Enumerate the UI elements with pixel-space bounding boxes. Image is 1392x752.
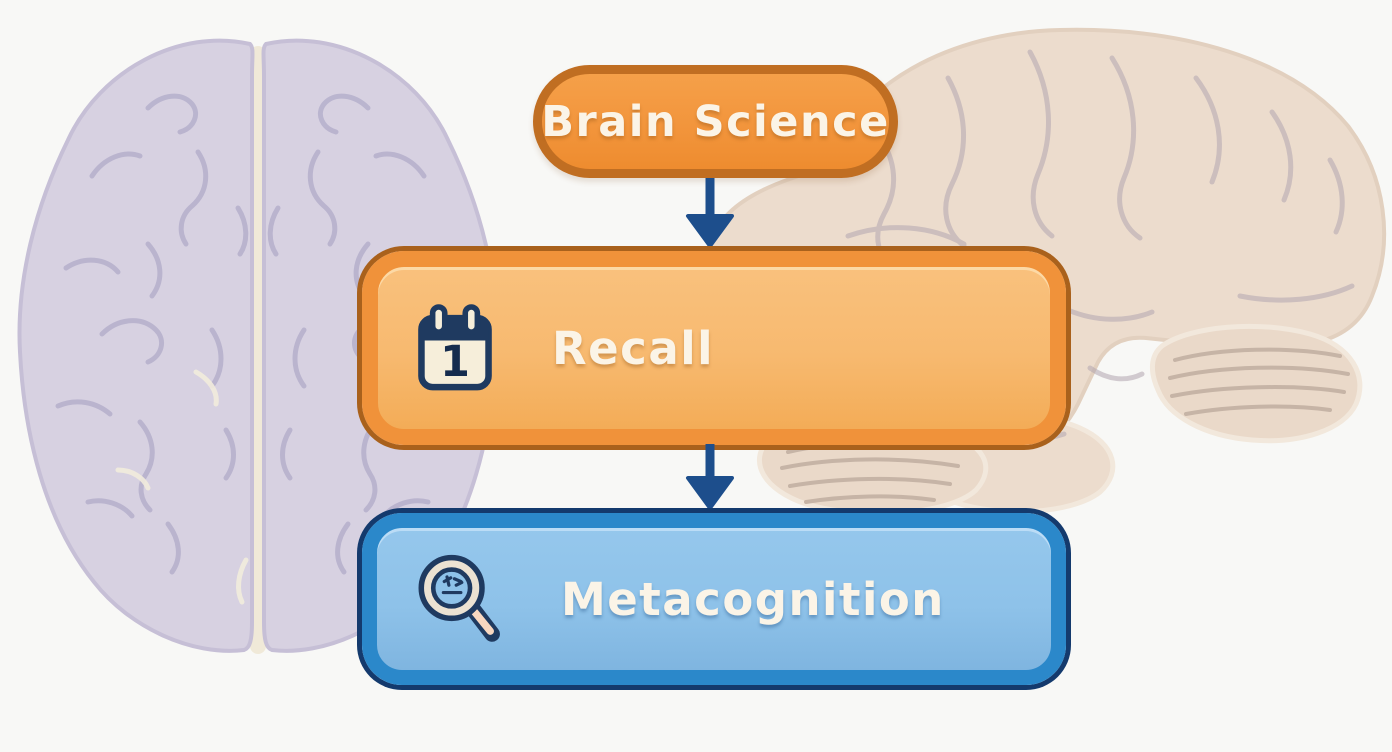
node-brain-science-label: Brain Science xyxy=(541,96,890,147)
down-arrow-icon xyxy=(686,444,734,510)
down-arrow-icon xyxy=(686,178,734,248)
calendar-day-number: 1 xyxy=(440,337,470,387)
calendar-icon: 1 xyxy=(418,304,492,391)
node-recall-label: Recall xyxy=(552,321,715,375)
magnifying-glass-icon xyxy=(418,554,500,642)
node-recall: 1 Recall xyxy=(362,251,1066,445)
flow-arrow-1 xyxy=(686,178,734,248)
node-metacognition: Metacognition xyxy=(362,513,1066,685)
node-metacognition-label: Metacognition xyxy=(561,572,945,626)
node-brain-science: Brain Science xyxy=(533,65,898,178)
flow-arrow-2 xyxy=(686,444,734,510)
